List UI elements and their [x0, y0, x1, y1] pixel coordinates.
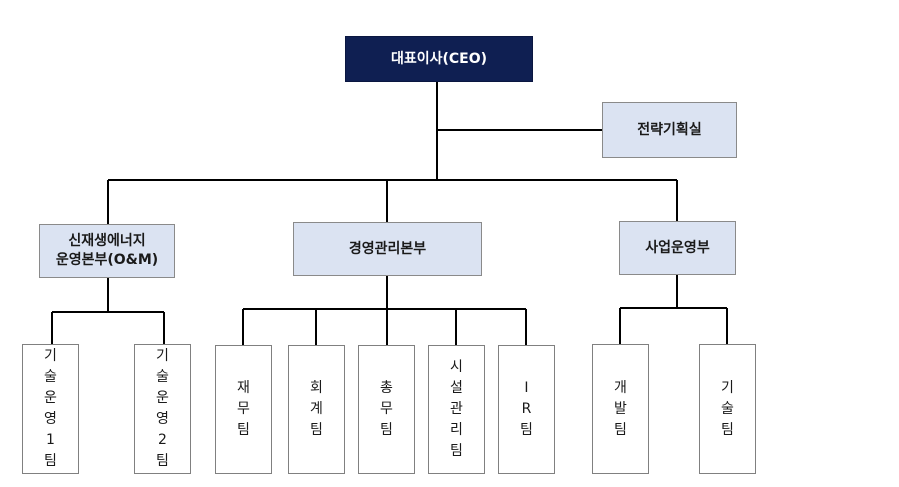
renewable-division-node: 신재생에너지 운영본부(O&M) [39, 224, 175, 278]
team-tech-ops-1-label: 기 술 운 영 1 팀 [44, 348, 57, 469]
business-division-label: 사업운영부 [645, 239, 710, 256]
team-finance: 재 무 팀 [215, 345, 272, 474]
team-ir: I R 팀 [498, 345, 555, 474]
team-finance-label: 재 무 팀 [237, 380, 250, 438]
team-ir-label: I R 팀 [520, 380, 533, 438]
strategy-office-label: 전략기획실 [637, 121, 702, 138]
renewable-division-label: 신재생에너지 운영본부(O&M) [55, 233, 159, 268]
management-division-label: 경영관리본부 [348, 240, 427, 257]
team-general-affairs-label: 총 무 팀 [380, 380, 393, 438]
team-accounting-label: 회 계 팀 [310, 380, 323, 438]
team-facility-management: 시 설 관 리 팀 [428, 345, 485, 474]
team-general-affairs: 총 무 팀 [358, 345, 415, 474]
strategy-office-node: 전략기획실 [602, 102, 737, 158]
team-technology-label: 기 술 팀 [721, 379, 734, 438]
business-division-node: 사업운영부 [619, 221, 736, 275]
ceo-label: 대표이사(CEO) [390, 50, 488, 67]
team-tech-ops-2-label: 기 술 운 영 2 팀 [156, 348, 169, 469]
team-tech-ops-1: 기 술 운 영 1 팀 [22, 344, 79, 474]
team-development: 개 발 팀 [592, 344, 649, 474]
management-division-node: 경영관리본부 [293, 222, 482, 276]
team-technology: 기 술 팀 [699, 344, 756, 474]
team-development-label: 개 발 팀 [614, 379, 627, 438]
team-accounting: 회 계 팀 [288, 345, 345, 474]
team-tech-ops-2: 기 술 운 영 2 팀 [134, 344, 191, 474]
team-facility-management-label: 시 설 관 리 팀 [450, 359, 463, 459]
ceo-node: 대표이사(CEO) [345, 36, 533, 82]
